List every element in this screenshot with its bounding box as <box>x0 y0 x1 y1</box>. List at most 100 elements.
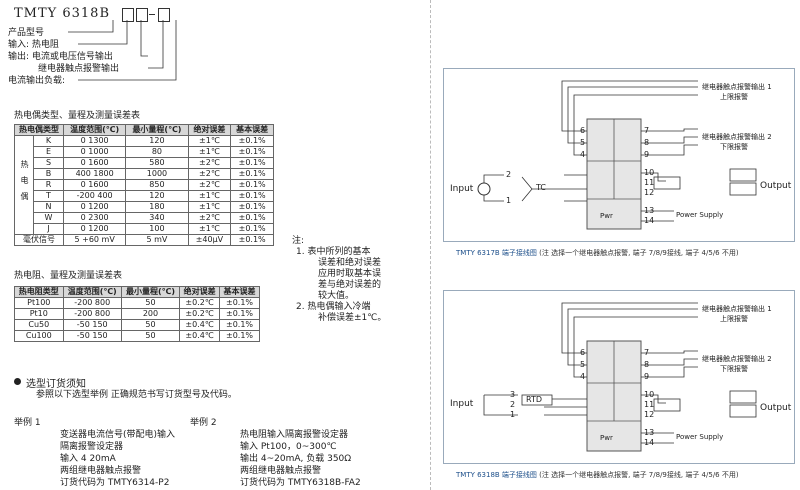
model-line-output: 输出: 电流或电压信号输出 <box>8 52 113 62</box>
table-cell: 1000 <box>125 168 189 180</box>
table-row: E 0 1000 80 ±1℃ ±0.1% <box>15 146 274 158</box>
tc-header-abs: 绝对误差 <box>187 124 232 136</box>
table-cell: W <box>33 212 64 224</box>
model-title: TMTY 6318B <box>14 6 111 21</box>
table-cell: 340 <box>125 212 189 224</box>
caption-title: TMTY 6317B 端子接线图 <box>456 249 537 257</box>
table-cell: ±0.2℃ <box>179 308 221 320</box>
rtd-table-header-row: 热电阻类型 温度范围(℃) 最小量程(℃) 绝对误差 基本误差 <box>14 286 260 298</box>
pwr-label: Pwr <box>600 212 613 220</box>
example-1-line: 变送器电流信号(带配电)输入 <box>60 430 176 440</box>
table-cell: K <box>33 135 64 147</box>
table-cell: Pt100 <box>14 297 64 309</box>
notes-block: 注: 1. 表中所列的基本 误差和绝对误差 应用时取基本误 差与绝对误差的 较大… <box>292 236 386 324</box>
code-box-2 <box>136 8 148 22</box>
tc-header-range: 温度范围(℃) <box>62 124 127 136</box>
note-line: 差与绝对误差的 <box>318 280 382 290</box>
table-row: S 0 1600 580 ±2℃ ±0.1% <box>15 157 274 169</box>
terminal-label: 10 <box>644 168 655 177</box>
model-line-relay: 继电器触点报警输出 <box>38 64 120 74</box>
table-cell: J <box>33 223 64 235</box>
wiring-diagram-6317b: 6 5 4 2 1 7 8 9 10 11 12 13 14 继电器触点报警输出… <box>443 68 795 242</box>
output-label: Output <box>760 181 792 191</box>
caption-note: (注 选择一个继电器触点报警, 端子 7/8/9接线, 端子 4/5/6 不用) <box>539 249 739 257</box>
example-1-line: 订货代码为 TMTY6314-P2 <box>60 478 170 488</box>
code-dash <box>149 14 155 15</box>
example-2-line: 两组继电器触点报警 <box>240 466 322 476</box>
table-row: Cu50 -50 150 50 ±0.4℃ ±0.1% <box>14 319 260 331</box>
terminal-label: 14 <box>644 438 655 447</box>
terminal-label: 3 <box>510 390 516 399</box>
table-cell: ±0.1% <box>230 146 274 158</box>
ordering-intro: 参照以下选型举例 正确规范书写订货型号及代码。 <box>36 390 237 400</box>
table-cell: 5 mV <box>125 234 189 246</box>
table-cell: B <box>33 168 64 180</box>
table-cell: ±1℃ <box>187 223 232 235</box>
input-label: Input <box>450 184 474 194</box>
table-cell: 0 1300 <box>62 135 127 147</box>
terminal-label: 1 <box>510 410 516 419</box>
terminal-label: 7 <box>644 126 650 135</box>
tc-table-heading: 热电偶类型、量程及测量误差表 <box>14 111 141 121</box>
diagram-1-caption: TMTY 6317B 端子接线图 (注 选择一个继电器触点报警, 端子 7/8/… <box>456 248 739 258</box>
table-cell: 0 1200 <box>62 223 127 235</box>
relay-2-label: 继电器触点报警输出 2 <box>702 355 772 363</box>
terminal-label: 4 <box>580 372 586 381</box>
example-2-line: 输入 Pt100，0~300℃ <box>240 442 337 452</box>
note-line: 补偿误差±1℃。 <box>318 313 387 323</box>
example-2-line: 热电阻输入隔离报警设定器 <box>240 430 349 440</box>
table-row: J 0 1200 100 ±1℃ ±0.1% <box>15 223 274 235</box>
wiring-lines <box>477 80 757 230</box>
caption-title: TMTY 6318B 端子接线图 <box>456 471 537 479</box>
terminal-label: 7 <box>644 348 650 357</box>
table-cell: ±0.1% <box>230 179 274 191</box>
table-cell: 50 <box>120 297 181 309</box>
table-cell: ±0.1% <box>230 223 274 235</box>
diagram-2-caption: TMTY 6318B 端子接线图 (注 选择一个继电器触点报警, 端子 7/8/… <box>456 470 739 480</box>
tc-group-label: 热电偶 <box>14 135 34 235</box>
table-cell: ±0.1% <box>219 330 260 342</box>
terminal-label: 13 <box>644 206 655 215</box>
rtd-header-min: 最小量程(℃) <box>120 286 181 298</box>
note-line: 误差和绝对误差 <box>318 258 382 268</box>
terminal-label: 2 <box>510 400 516 409</box>
tc-table-header-row: 热电偶类型 温度范围(℃) 最小量程(℃) 绝对误差 基本误差 <box>14 124 274 136</box>
input-label: Input <box>450 399 474 409</box>
table-cell: ±40μV <box>187 234 232 246</box>
table-cell: S <box>33 157 64 169</box>
table-row: Pt10 -200 800 200 ±0.2℃ ±0.1% <box>14 308 260 320</box>
ordering-title: 选型订货须知 <box>26 379 86 390</box>
table-cell: ±0.1% <box>230 201 274 213</box>
terminal-label: 6 <box>580 126 586 135</box>
table-cell: -50 150 <box>62 330 122 342</box>
table-cell: ±1℃ <box>187 190 232 202</box>
terminal-label: 12 <box>644 188 655 197</box>
terminal-label: 11 <box>644 400 655 409</box>
relay-1-sublabel: 上限报警 <box>720 93 748 101</box>
table-cell: 180 <box>125 201 189 213</box>
sensor-label: RTD <box>526 395 543 404</box>
table-cell: Pt10 <box>14 308 64 320</box>
table-cell: ±0.1% <box>230 212 274 224</box>
table-cell: 400 1800 <box>62 168 127 180</box>
table-cell: ±0.1% <box>219 319 260 331</box>
table-cell: N <box>33 201 64 213</box>
output-label: Output <box>760 403 792 413</box>
table-cell: ±1℃ <box>187 146 232 158</box>
table-cell: ±2℃ <box>187 179 232 191</box>
table-row: 毫伏信号 5 +60 mV 5 mV ±40μV ±0.1% <box>14 234 274 246</box>
example-1-line: 隔离报警设定器 <box>60 442 124 452</box>
tc-header-type: 热电偶类型 <box>14 124 64 136</box>
table-cell: 100 <box>125 223 189 235</box>
table-row: W 0 2300 340 ±2℃ ±0.1% <box>15 212 274 224</box>
table-cell: -200 400 <box>62 190 127 202</box>
ordering-bullet-icon <box>14 378 21 385</box>
table-cell: ±0.1% <box>219 308 260 320</box>
tc-header-min: 最小量程(℃) <box>125 124 189 136</box>
example-1-line: 输入 4 20mA <box>60 454 116 464</box>
power-supply-label: Power Supply <box>676 433 724 441</box>
terminal-label: 9 <box>644 150 650 159</box>
table-cell: ±0.1% <box>230 157 274 169</box>
rtd-header-range: 温度范围(℃) <box>62 286 122 298</box>
caption-note: (注 选择一个继电器触点报警, 端子 7/8/9接线, 端子 4/5/6 不用) <box>539 471 739 479</box>
